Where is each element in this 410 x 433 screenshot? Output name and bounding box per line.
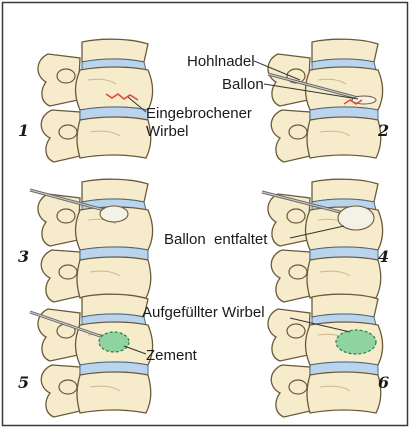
panel-number-2: 2 xyxy=(377,121,389,140)
label-aufgefuellter-wirbel: Aufgefüllter Wirbel xyxy=(142,304,265,321)
balloon-partial xyxy=(100,206,128,222)
panel-number-4: 4 xyxy=(378,247,389,266)
cement-fill xyxy=(99,332,129,352)
panel-number-1: 1 xyxy=(18,121,29,140)
panel-number-3: 3 xyxy=(18,247,29,266)
label-zement: Zement xyxy=(146,347,198,364)
panel-number-5: 5 xyxy=(18,373,29,392)
label-ballon: Ballon xyxy=(222,76,264,93)
cement-filled-vertebra xyxy=(336,330,376,354)
label-ballon-entfaltet: Ballon entfaltet xyxy=(164,231,268,248)
panel-number-6: 6 xyxy=(378,373,389,392)
label-wirbel: Wirbel xyxy=(146,123,189,140)
balloon-deflated xyxy=(352,96,376,104)
label-eingebrochener: Eingebrochener xyxy=(146,105,252,122)
label-hohlnadel: Hohlnadel xyxy=(187,53,255,70)
